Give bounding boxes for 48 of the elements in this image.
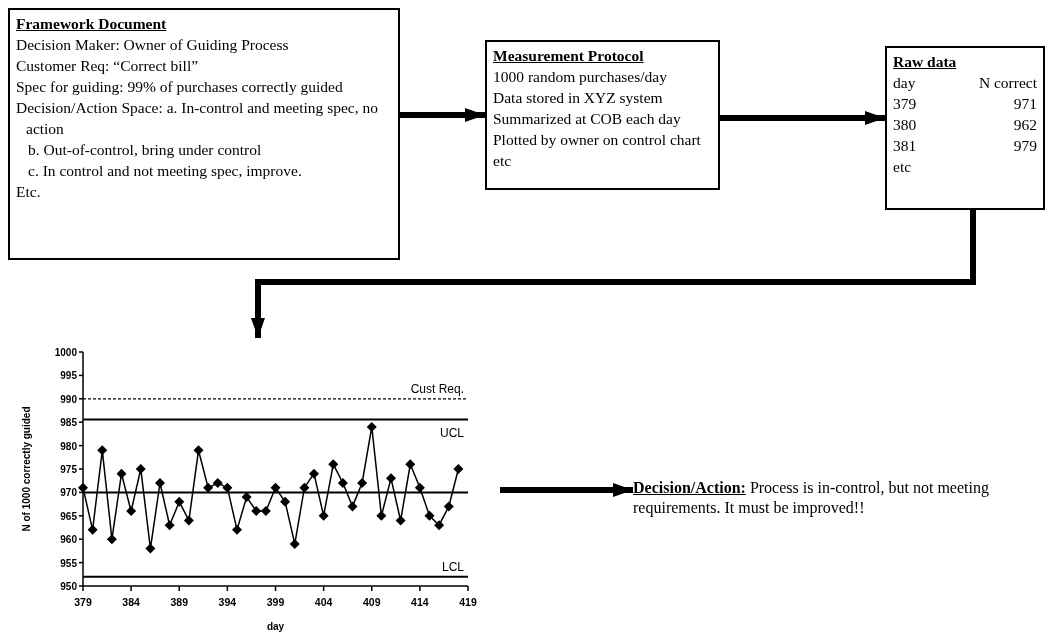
box-heading: Raw data [893, 52, 957, 72]
axis-tick-label: 384 [122, 596, 140, 608]
line-label: Cust Req. [410, 381, 464, 396]
axis-tick-label: 399 [266, 596, 285, 608]
axis-tick-label: 394 [218, 596, 237, 608]
count-value: 971 [1012, 94, 1037, 114]
line-label: UCL [440, 426, 464, 441]
text-line: Etc. [16, 182, 42, 202]
text-line: Customer Req: “Correct bill” [16, 56, 200, 76]
axis-tick-label: 980 [60, 440, 77, 452]
text-line: Spec for guiding: 99% of purchases correctly guided [16, 77, 344, 97]
axis-tick-label: 990 [60, 393, 77, 405]
text-line: Decision Maker: Owner of Guiding Process [16, 35, 290, 55]
day-number: 379 [893, 94, 918, 114]
text-line: 1000 random purchases/day [493, 67, 668, 87]
day-number: 380 [893, 115, 918, 135]
count-value: 962 [1012, 115, 1037, 135]
box-heading: Framework Document [16, 14, 167, 34]
axis-tick-label: 379 [74, 596, 92, 608]
axis-tick-label: 985 [60, 417, 77, 429]
axis-tick-label: 414 [411, 596, 429, 608]
text-line: c. In control and not meeting spec, improve. [28, 161, 303, 181]
column-header: N correct [977, 73, 1037, 93]
axis-tick-label: 970 [60, 487, 77, 499]
text-line: Plotted by owner on control chart [493, 130, 702, 150]
text-line: etc [893, 157, 913, 177]
axis-tick-label: 404 [314, 596, 333, 608]
text-line: Summarized at COB each day [493, 109, 682, 129]
axis-tick-label: 419 [459, 596, 477, 608]
axis-tick-label: 965 [60, 510, 77, 522]
axis-tick-label: 960 [60, 534, 77, 546]
axis-tick-label: 955 [60, 557, 77, 569]
day-number: 381 [893, 136, 918, 156]
axis-title: day [266, 621, 285, 632]
axis-tick-label: 975 [60, 464, 77, 475]
column-header: day [893, 73, 917, 93]
axis-tick-label: 995 [60, 370, 77, 382]
box-heading: Measurement Protocol [493, 46, 644, 66]
text-line: b. Out-of-control, bring under control [28, 140, 263, 160]
axis-title: N of 1000 correctly guided [21, 406, 32, 532]
axis-tick-label: 1000 [54, 347, 77, 358]
text-line: etc [493, 151, 513, 171]
axis-tick-label: 409 [363, 596, 381, 608]
axis-tick-label: 389 [170, 596, 188, 608]
text-line: Data stored in XYZ system [493, 88, 664, 108]
count-value: 979 [1012, 136, 1037, 156]
line-label: LCL [442, 559, 464, 574]
axis-tick-label: 950 [60, 581, 77, 592]
